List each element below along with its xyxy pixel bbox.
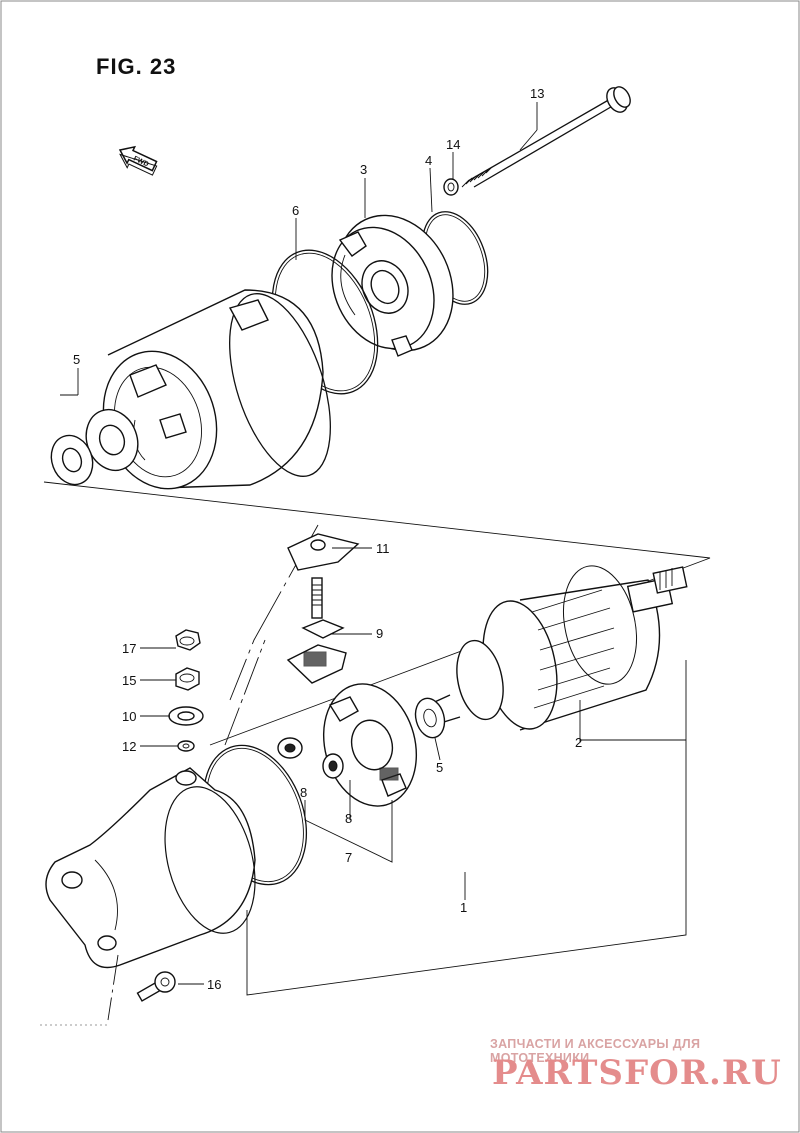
group-1-bracket xyxy=(246,660,687,996)
front-housing-1 xyxy=(45,767,256,969)
callout-16: 16 xyxy=(207,977,221,992)
callout-8-right: 8 xyxy=(345,811,352,826)
brush-spring-8b xyxy=(322,753,344,779)
motor-yoke-housing xyxy=(102,289,331,490)
callout-17: 17 xyxy=(122,641,136,656)
brush-piece xyxy=(286,644,347,684)
watermark-tagline: ЗАПЧАСТИ И АКСЕССУАРЫ ДЛЯ МОТОТЕХНИКИ xyxy=(490,1037,701,1065)
callout-1: 1 xyxy=(460,900,467,915)
callout-4: 4 xyxy=(425,153,432,168)
terminal-plate-11 xyxy=(287,533,360,571)
washer-5-bottom xyxy=(414,697,446,739)
washer-14 xyxy=(443,178,459,196)
callout-3: 3 xyxy=(360,162,367,177)
rear-cover-3 xyxy=(331,214,454,357)
washer-12 xyxy=(177,740,195,752)
callout-7: 7 xyxy=(345,850,352,865)
brush-spring-8a xyxy=(277,737,303,759)
callout-5-top: 5 xyxy=(73,352,80,367)
callout-11: 11 xyxy=(376,541,390,556)
callout-9: 9 xyxy=(376,626,383,641)
terminal-bolt-9 xyxy=(301,577,345,639)
bolt-16 xyxy=(136,971,176,1002)
washer-10 xyxy=(168,706,204,726)
callout-6: 6 xyxy=(292,203,299,218)
callout-13: 13 xyxy=(530,86,544,101)
callout-12: 12 xyxy=(122,739,136,754)
callout-5-bottom: 5 xyxy=(436,760,443,775)
callout-8-left: 8 xyxy=(300,785,307,800)
brush-plate-7 xyxy=(322,683,418,807)
callout-10: 10 xyxy=(122,709,136,724)
callout-14: 14 xyxy=(446,137,460,152)
long-bolt-13 xyxy=(461,86,631,188)
figure-title: FIG. 23 xyxy=(96,54,177,79)
leader-lines xyxy=(60,102,581,985)
callout-15: 15 xyxy=(122,673,136,688)
fwd-arrow-icon: FWD xyxy=(118,145,158,176)
group-7-bracket xyxy=(304,800,393,863)
watermark-logo: PARTSFOR.RU xyxy=(492,1053,782,1093)
callout-2: 2 xyxy=(575,735,582,750)
nut-17 xyxy=(175,629,201,651)
assembly-guide-line xyxy=(43,481,711,746)
nut-15 xyxy=(175,667,200,691)
washer-5-top xyxy=(50,408,139,486)
armature-2 xyxy=(427,565,688,731)
